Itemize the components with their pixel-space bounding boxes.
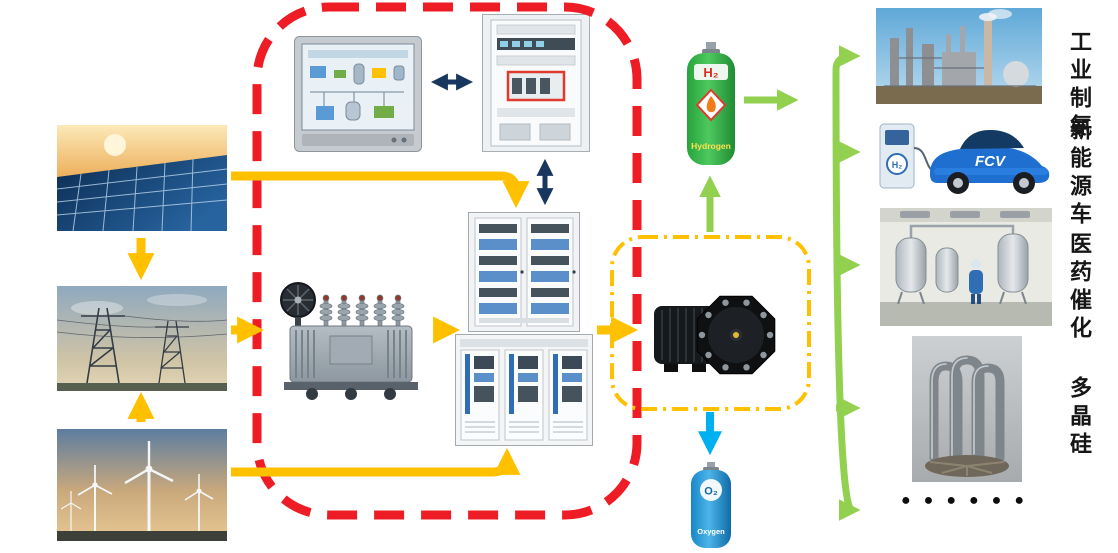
arrow-solar-to-rectifier — [231, 171, 530, 209]
hydrogen-label: Hydrogen — [691, 141, 731, 151]
fcv-badge: FCV — [975, 153, 1007, 170]
dispenser-h2-label: H₂ — [892, 160, 903, 170]
hydrogen-cylinder: H₂ Hydrogen — [684, 42, 738, 168]
oxygen-label: Oxygen — [697, 527, 725, 536]
arrow-wind-to-cabinets — [231, 447, 521, 477]
ammonia-plant-image — [876, 8, 1042, 104]
rectifier-cabinet-image — [468, 212, 580, 332]
transformer-image — [268, 262, 433, 402]
hmi-screen-image — [294, 36, 422, 152]
label-new-energy-vehicle: 新能源车 — [1067, 118, 1092, 230]
fuel-cell-vehicle-image: H₂ FCV — [872, 108, 1058, 200]
applications-trunk-line — [832, 52, 854, 514]
electrolyzer-stack-image — [648, 278, 778, 390]
transmission-towers-image — [57, 286, 227, 391]
polysilicon-rods-image — [912, 336, 1022, 482]
oxygen-cylinder: O₂ Oxygen — [688, 462, 734, 550]
solar-panel-array-image — [57, 125, 227, 231]
label-polysilicon: 多晶硅 — [1067, 376, 1092, 460]
o2-formula-label: O₂ — [704, 486, 718, 498]
label-pharma-catalysis: 医药催化 — [1067, 232, 1092, 344]
pharma-cleanroom-image — [880, 208, 1052, 326]
h2-formula-label: H₂ — [703, 65, 718, 80]
label-industrial-ammonia: 工业制氨 — [1067, 30, 1092, 142]
control-cabinet-image — [482, 14, 590, 152]
wind-turbines-image — [57, 429, 227, 541]
more-applications-ellipsis: ●●●●●● — [901, 492, 1037, 509]
power-cabinets-image — [455, 334, 593, 446]
